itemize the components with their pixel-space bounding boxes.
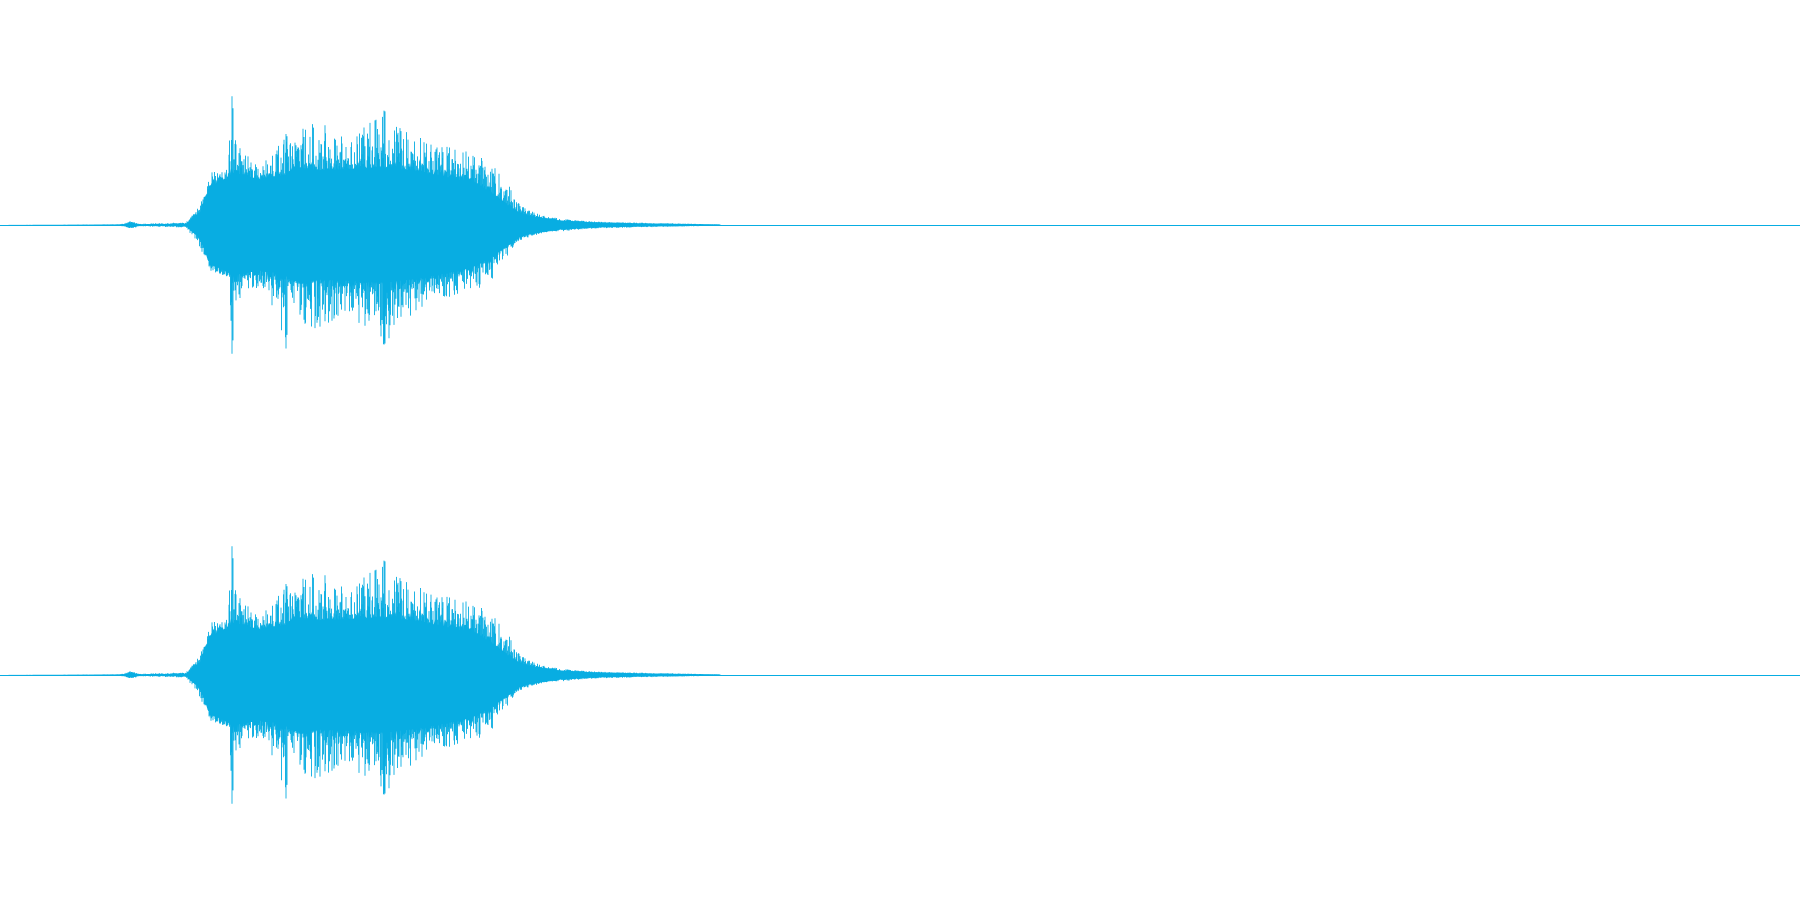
channel-1-peaks (119, 96, 721, 354)
channel-2-waveform (0, 546, 1800, 804)
channel-2-peaks (119, 546, 721, 804)
channel-1-waveform (0, 96, 1800, 354)
channel-2-pre-transient (126, 672, 138, 678)
channel-1-pre-transient (126, 222, 138, 228)
